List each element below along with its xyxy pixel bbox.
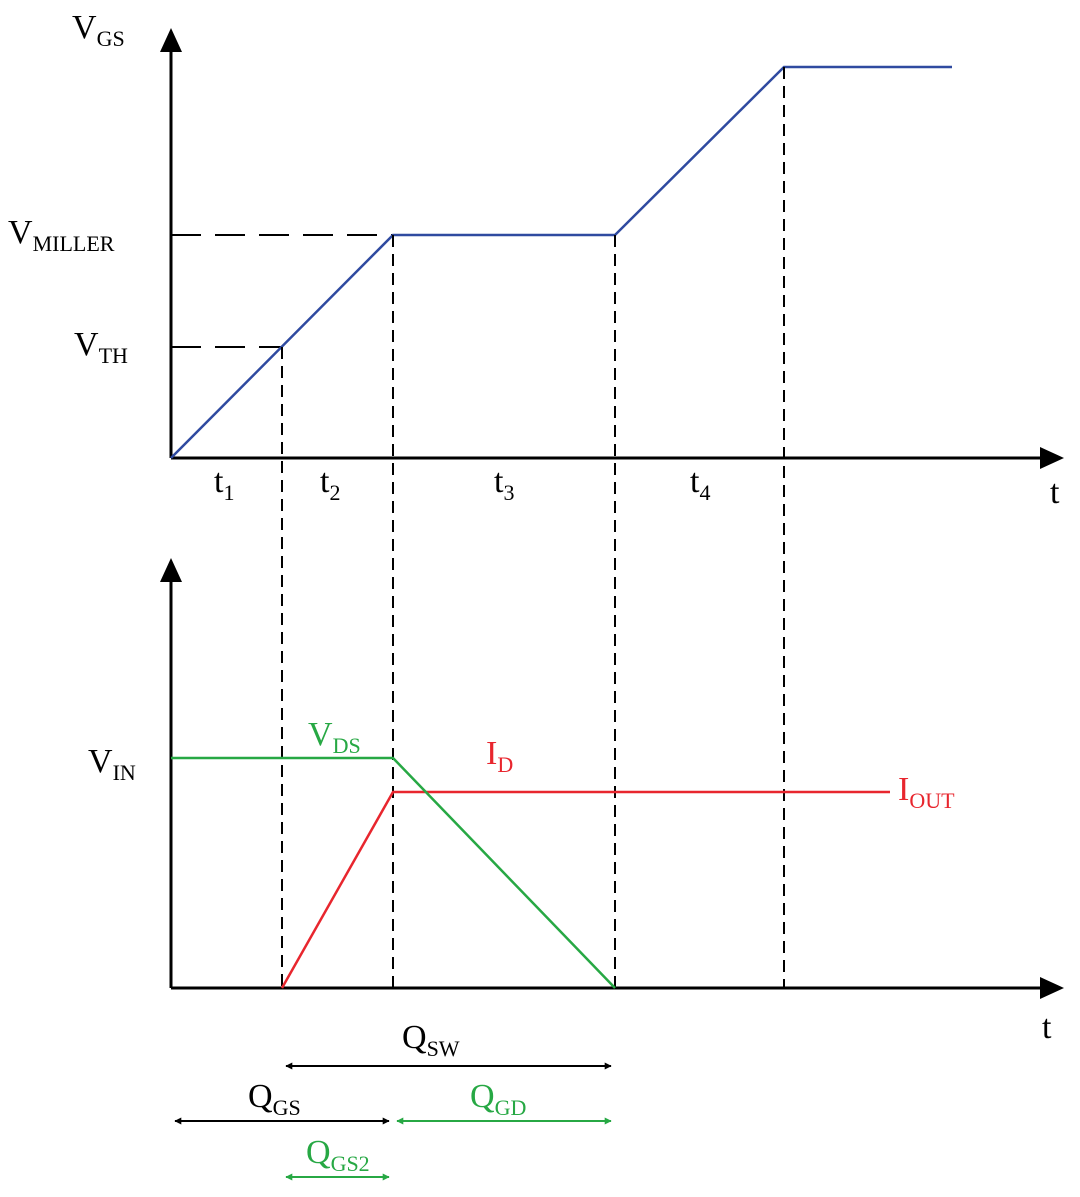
vin-label: VIN <box>88 743 136 785</box>
qgd-label: QGD <box>470 1078 526 1120</box>
interval-t2-label: t2 <box>320 463 340 505</box>
time-markers <box>281 67 785 988</box>
qgs-label: QGS <box>248 1078 301 1120</box>
qsw-label: QSW <box>402 1019 460 1061</box>
iout-label: IOUT <box>898 771 955 813</box>
id-curve <box>280 790 890 989</box>
vgs-x-axis-arrowhead <box>1040 447 1064 469</box>
vgs-y-axis-arrowhead <box>160 28 182 52</box>
vds-curve <box>171 756 616 989</box>
id-label: ID <box>486 735 513 777</box>
qgs2-label: QGS2 <box>306 1134 370 1176</box>
charge-annotations: QSW QGS QGD QGS2 <box>174 1019 612 1181</box>
vds-label: VDS <box>308 716 361 758</box>
vth-label: VTH <box>74 326 128 368</box>
vgs-axis-label: VGS <box>72 9 125 51</box>
bottom-y-axis-arrowhead <box>160 558 182 582</box>
interval-t1-label: t1 <box>214 463 234 505</box>
interval-t3-label: t3 <box>494 463 514 505</box>
vgs-time-axis-label: t <box>1050 474 1060 511</box>
vgs-curve <box>170 65 952 459</box>
vgs-plot: VGS VMILLER VTH t t1 t2 t3 t4 <box>8 9 1064 511</box>
bottom-x-axis-arrowhead <box>1040 977 1064 999</box>
vmiller-label: VMILLER <box>8 214 115 256</box>
bottom-time-axis-label: t <box>1042 1009 1052 1046</box>
vds-id-plot: VIN VDS ID IOUT t <box>88 558 1064 1046</box>
interval-t4-label: t4 <box>690 463 710 505</box>
